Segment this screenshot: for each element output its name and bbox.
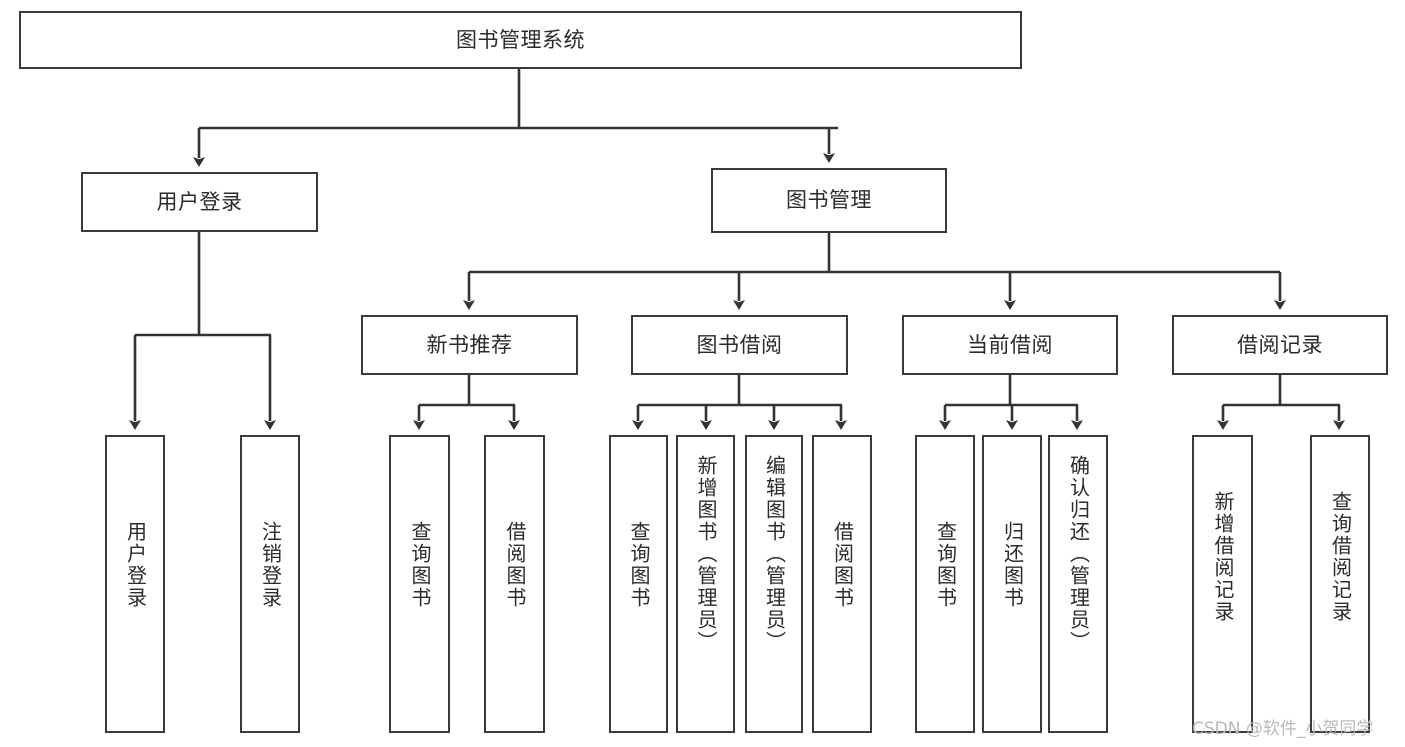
node-label: 编辑图书（管理员） <box>762 455 787 653</box>
node-label: 借阅图书 <box>830 521 855 609</box>
node-current-borrow[interactable]: 当前借阅 <box>902 315 1118 375</box>
leaf-return-book[interactable]: 归还图书 <box>982 435 1042 733</box>
node-label: 借阅图书 <box>503 521 527 609</box>
node-label: 新增借阅记录 <box>1211 491 1235 623</box>
leaf-borrow-book-borrow[interactable]: 借阅图书 <box>812 435 872 733</box>
node-label: 用户登录 <box>123 521 148 609</box>
node-borrow-record[interactable]: 借阅记录 <box>1172 315 1388 375</box>
node-book-borrow[interactable]: 图书借阅 <box>631 315 848 375</box>
leaf-borrow-book-recommend[interactable]: 借阅图书 <box>484 435 545 733</box>
leaf-confirm-return-admin[interactable]: 确认归还（管理员） <box>1048 435 1108 733</box>
node-root-system[interactable]: 图书管理系统 <box>19 11 1022 69</box>
node-label: 查询借阅记录 <box>1328 491 1353 623</box>
node-label: 借阅记录 <box>1237 332 1323 357</box>
node-label: 用户登录 <box>156 189 243 214</box>
node-label: 查询图书 <box>408 521 432 609</box>
node-label: 新书推荐 <box>426 332 513 357</box>
node-label: 注销登录 <box>258 521 283 609</box>
leaf-logout[interactable]: 注销登录 <box>240 435 300 733</box>
leaf-query-book-borrow[interactable]: 查询图书 <box>609 435 668 733</box>
leaf-add-borrow-record[interactable]: 新增借阅记录 <box>1192 435 1253 733</box>
node-label: 查询图书 <box>627 521 651 609</box>
node-label: 图书管理 <box>786 188 872 213</box>
leaf-query-book-current[interactable]: 查询图书 <box>915 435 975 733</box>
leaf-edit-book-admin[interactable]: 编辑图书（管理员） <box>745 435 803 733</box>
csdn-watermark: CSDN @软件_小贺同学 <box>1192 719 1374 739</box>
node-label: 查询图书 <box>933 521 958 609</box>
leaf-add-book-admin[interactable]: 新增图书（管理员） <box>676 435 735 733</box>
node-label: 图书借阅 <box>696 332 783 357</box>
node-new-book-recommend[interactable]: 新书推荐 <box>361 315 578 375</box>
leaf-query-borrow-record[interactable]: 查询借阅记录 <box>1310 435 1370 733</box>
node-label: 图书管理系统 <box>456 27 585 52</box>
leaf-user-login[interactable]: 用户登录 <box>105 435 165 733</box>
node-book-management[interactable]: 图书管理 <box>711 168 947 233</box>
node-label: 当前借阅 <box>967 332 1053 357</box>
node-label: 新增图书（管理员） <box>694 455 718 653</box>
node-user-login[interactable]: 用户登录 <box>81 172 318 232</box>
leaf-query-book-recommend[interactable]: 查询图书 <box>389 435 450 733</box>
node-label: 确认归还（管理员） <box>1066 455 1091 653</box>
node-label: 归还图书 <box>1000 521 1025 609</box>
